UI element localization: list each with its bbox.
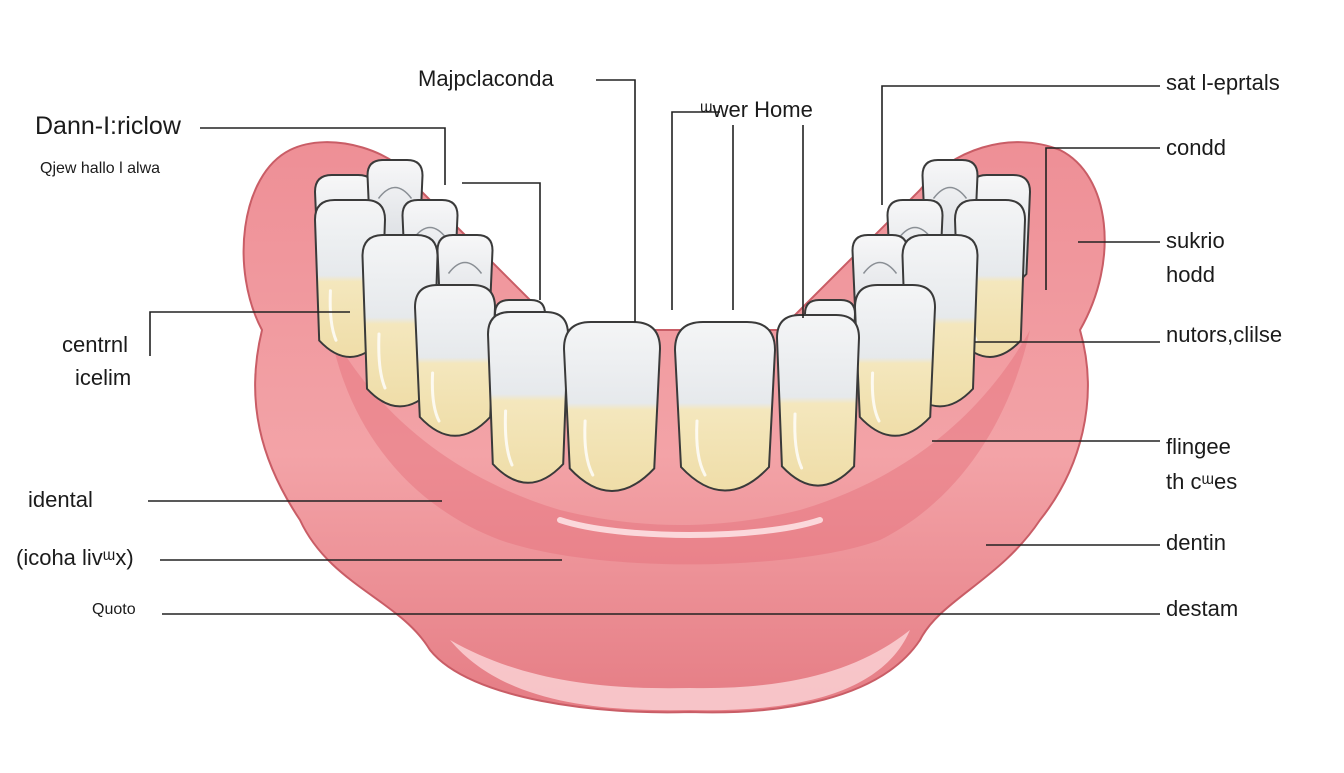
canine-left (486, 311, 570, 484)
premolar-right-3 (853, 284, 937, 437)
label-right-4-line1: flingee (1166, 434, 1231, 459)
leader-top-right (881, 85, 1160, 205)
label-right-1: condd (1166, 135, 1226, 160)
leader-top-mid-a (671, 111, 720, 310)
label-top-right: sat l-eprtals (1166, 70, 1280, 95)
leader-lines (148, 79, 1160, 615)
label-left-5: Quoto (92, 601, 136, 618)
premolar-left-3 (413, 284, 497, 437)
leader-right-1 (1045, 147, 1160, 290)
label-top-mid: ᵚwer Home (700, 97, 813, 122)
label-left-4: (icoha livᵚx) (16, 545, 134, 570)
gum-inner-shade (330, 330, 1030, 565)
label-right-2-line1: sukrio (1166, 228, 1225, 253)
incisor-left-lateral (562, 321, 662, 492)
gum-rim-highlight (450, 630, 910, 711)
label-right-3: nutors,clilse (1166, 322, 1283, 347)
label-left-subtitle: Qjew hallo l alwa (40, 160, 161, 177)
label-right-5: dentin (1166, 530, 1226, 555)
gum-gloss (557, 517, 823, 538)
teeth-row (313, 159, 1032, 492)
label-right-4-line2: th cᵚes (1166, 469, 1238, 494)
leader-left-inner (462, 182, 541, 300)
label-left-title: Dann-I:riclow (35, 112, 181, 140)
leader-top-center (596, 79, 636, 322)
label-right-2-line2: hodd (1166, 262, 1215, 287)
leader-left-2 (149, 311, 350, 356)
label-right-6: destam (1166, 596, 1239, 621)
incisor-right-central (673, 321, 777, 492)
leader-left-title (200, 127, 446, 185)
label-top-center: Majpclaconda (418, 66, 554, 91)
label-left-2-line2: icelim (75, 365, 132, 390)
canine-right (775, 314, 861, 487)
label-left-2-line1: centrnl (62, 332, 129, 357)
label-left-3: idental (28, 487, 93, 512)
